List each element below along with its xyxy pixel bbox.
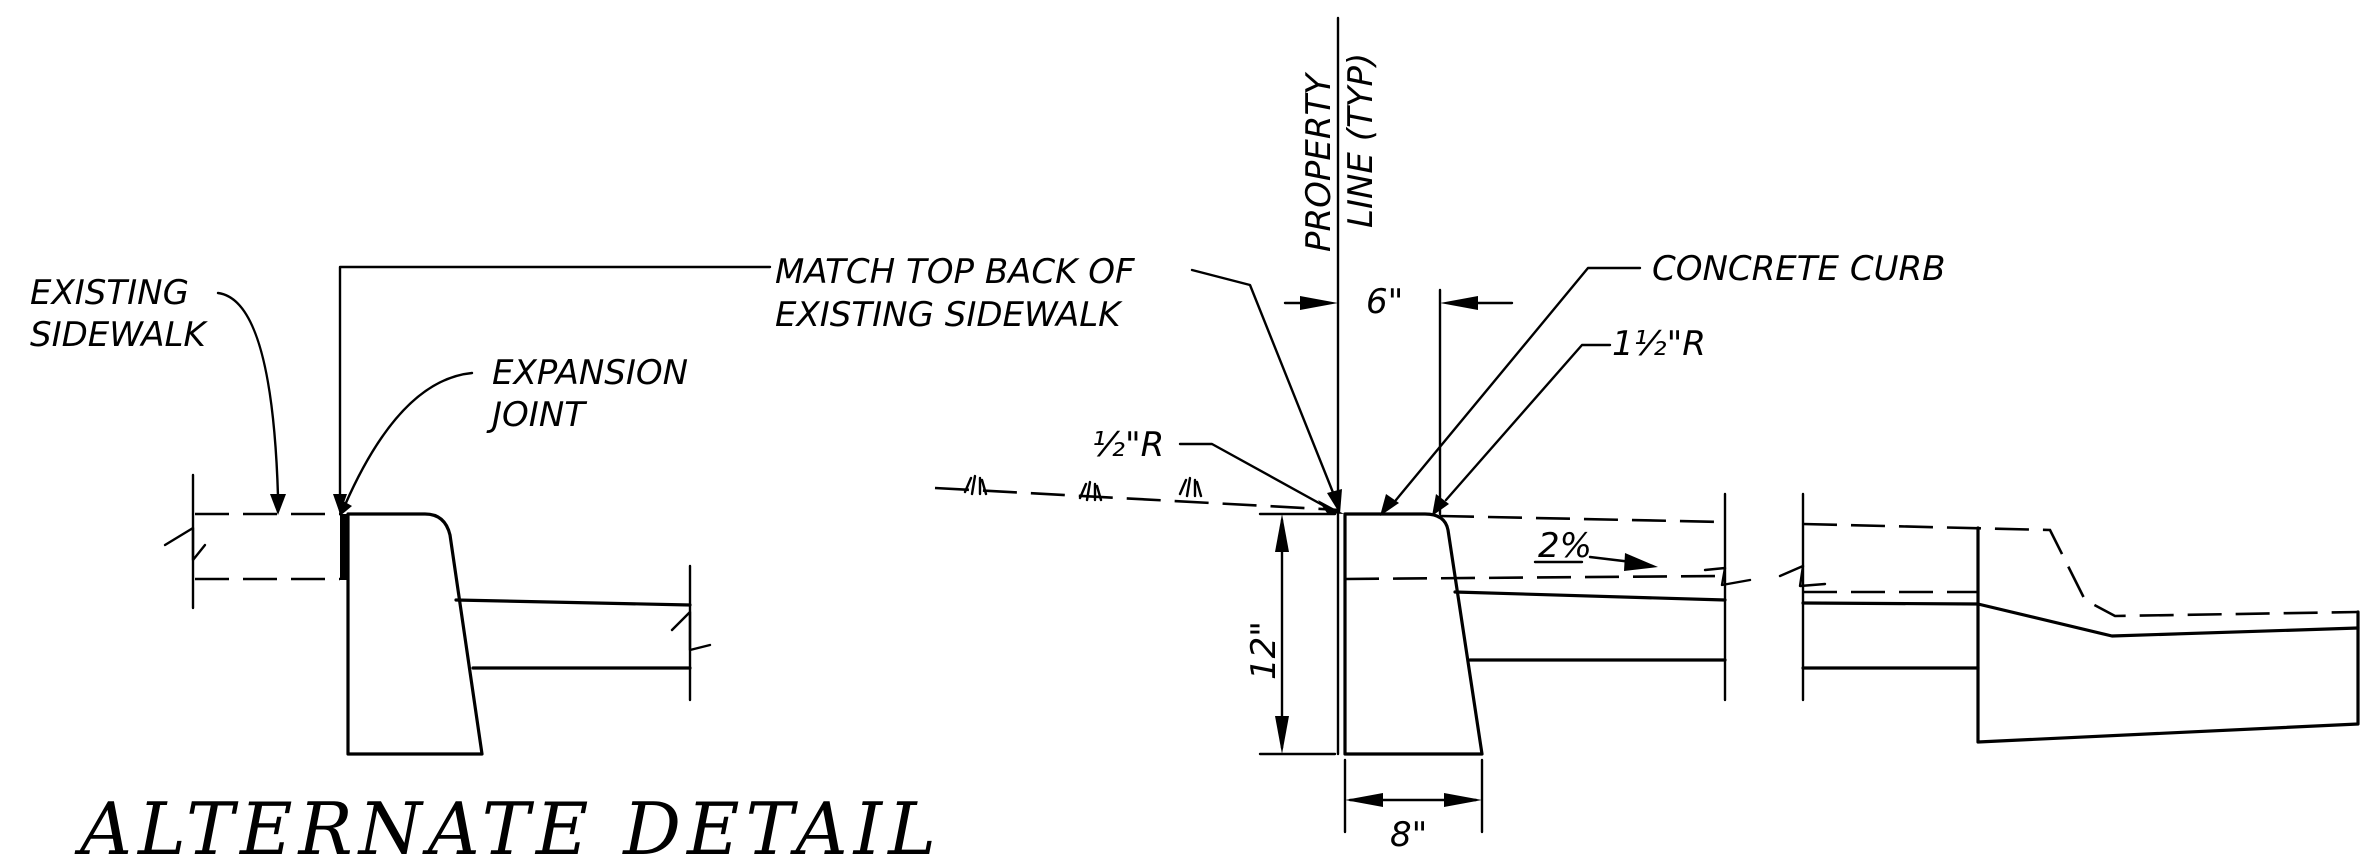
pavement-slab-right: [1976, 526, 2360, 744]
break-symbol-right: [670, 610, 712, 652]
alternate-detail: EXISTING SIDEWALK EXPANSION JOINT ALTERN…: [30, 265, 942, 854]
label-existing: EXISTING: [30, 273, 189, 313]
arrowhead-match-top-left: [333, 494, 347, 514]
dim-top-width: 6": [1366, 282, 1403, 322]
slope-arrowhead: [1624, 553, 1658, 571]
arrowhead-radius-small: [1318, 500, 1344, 514]
sidewalk-base-line: [1344, 574, 1726, 581]
leader-radius-small: [1178, 442, 1330, 510]
label-match-top: MATCH TOP BACK OF: [775, 252, 1135, 292]
dim-6-right-arrow: [1440, 296, 1478, 310]
label-line-typ: LINE (TYP): [1341, 53, 1381, 228]
concrete-curb-profile: [1343, 512, 1484, 756]
arrowhead-concrete-curb: [1380, 494, 1399, 516]
leader-radius-large: [1444, 343, 1612, 502]
label-expansion: EXPANSION: [492, 353, 688, 393]
arrowhead-match-top-right: [1327, 489, 1342, 514]
dim-12-top-arrow: [1275, 514, 1289, 552]
main-detail: 2% 6" 12" 8" MATCH TOP B: [775, 16, 2360, 854]
dim-8-right-arrow: [1444, 793, 1482, 807]
leader-concrete-curb: [1394, 266, 1642, 502]
dim-base-width: 8": [1390, 815, 1427, 854]
grass-symbols: [963, 474, 1203, 502]
dim-height: 12": [1244, 621, 1284, 680]
existing-ground-line: [934, 486, 1341, 512]
label-existing-sidewalk-match: EXISTING SIDEWALK: [775, 295, 1123, 335]
label-property: PROPERTY: [1299, 72, 1339, 252]
leader-existing-sidewalk: [216, 291, 280, 498]
dim-12-bottom-arrow: [1275, 716, 1289, 754]
road-dashed-right: [1802, 522, 2359, 618]
dim-6-left-arrow: [1300, 296, 1338, 310]
dim-8-left-arrow: [1345, 793, 1383, 807]
slope-label: 2%: [1538, 526, 1592, 566]
break-symbol-b: [1778, 564, 1827, 588]
label-sidewalk: SIDEWALK: [30, 315, 208, 355]
leader-match-top-left: [338, 265, 772, 507]
pavement-top-dashed: [1439, 514, 1726, 524]
break-symbol-a: [1703, 566, 1752, 587]
gutter-top-right: [1801, 601, 2360, 638]
break-symbol-left: [163, 526, 207, 562]
arrowhead-radius-large: [1432, 494, 1449, 516]
label-joint: JOINT: [486, 395, 587, 435]
expansion-joint: [340, 514, 348, 580]
curb-profile-alt: [346, 512, 484, 756]
arrowhead-existing-sidewalk: [270, 494, 286, 515]
leader-expansion-joint: [343, 371, 474, 507]
label-radius-small: ½"R: [1092, 425, 1164, 465]
detail-title: ALTERNATE DETAIL: [74, 787, 942, 854]
label-radius-large: 1½"R: [1612, 324, 1706, 364]
label-concrete-curb: CONCRETE CURB: [1652, 249, 1945, 289]
gutter-top: [1453, 590, 1727, 602]
leader-match-top-right: [1190, 268, 1338, 502]
gutter-slab-top: [454, 598, 692, 607]
